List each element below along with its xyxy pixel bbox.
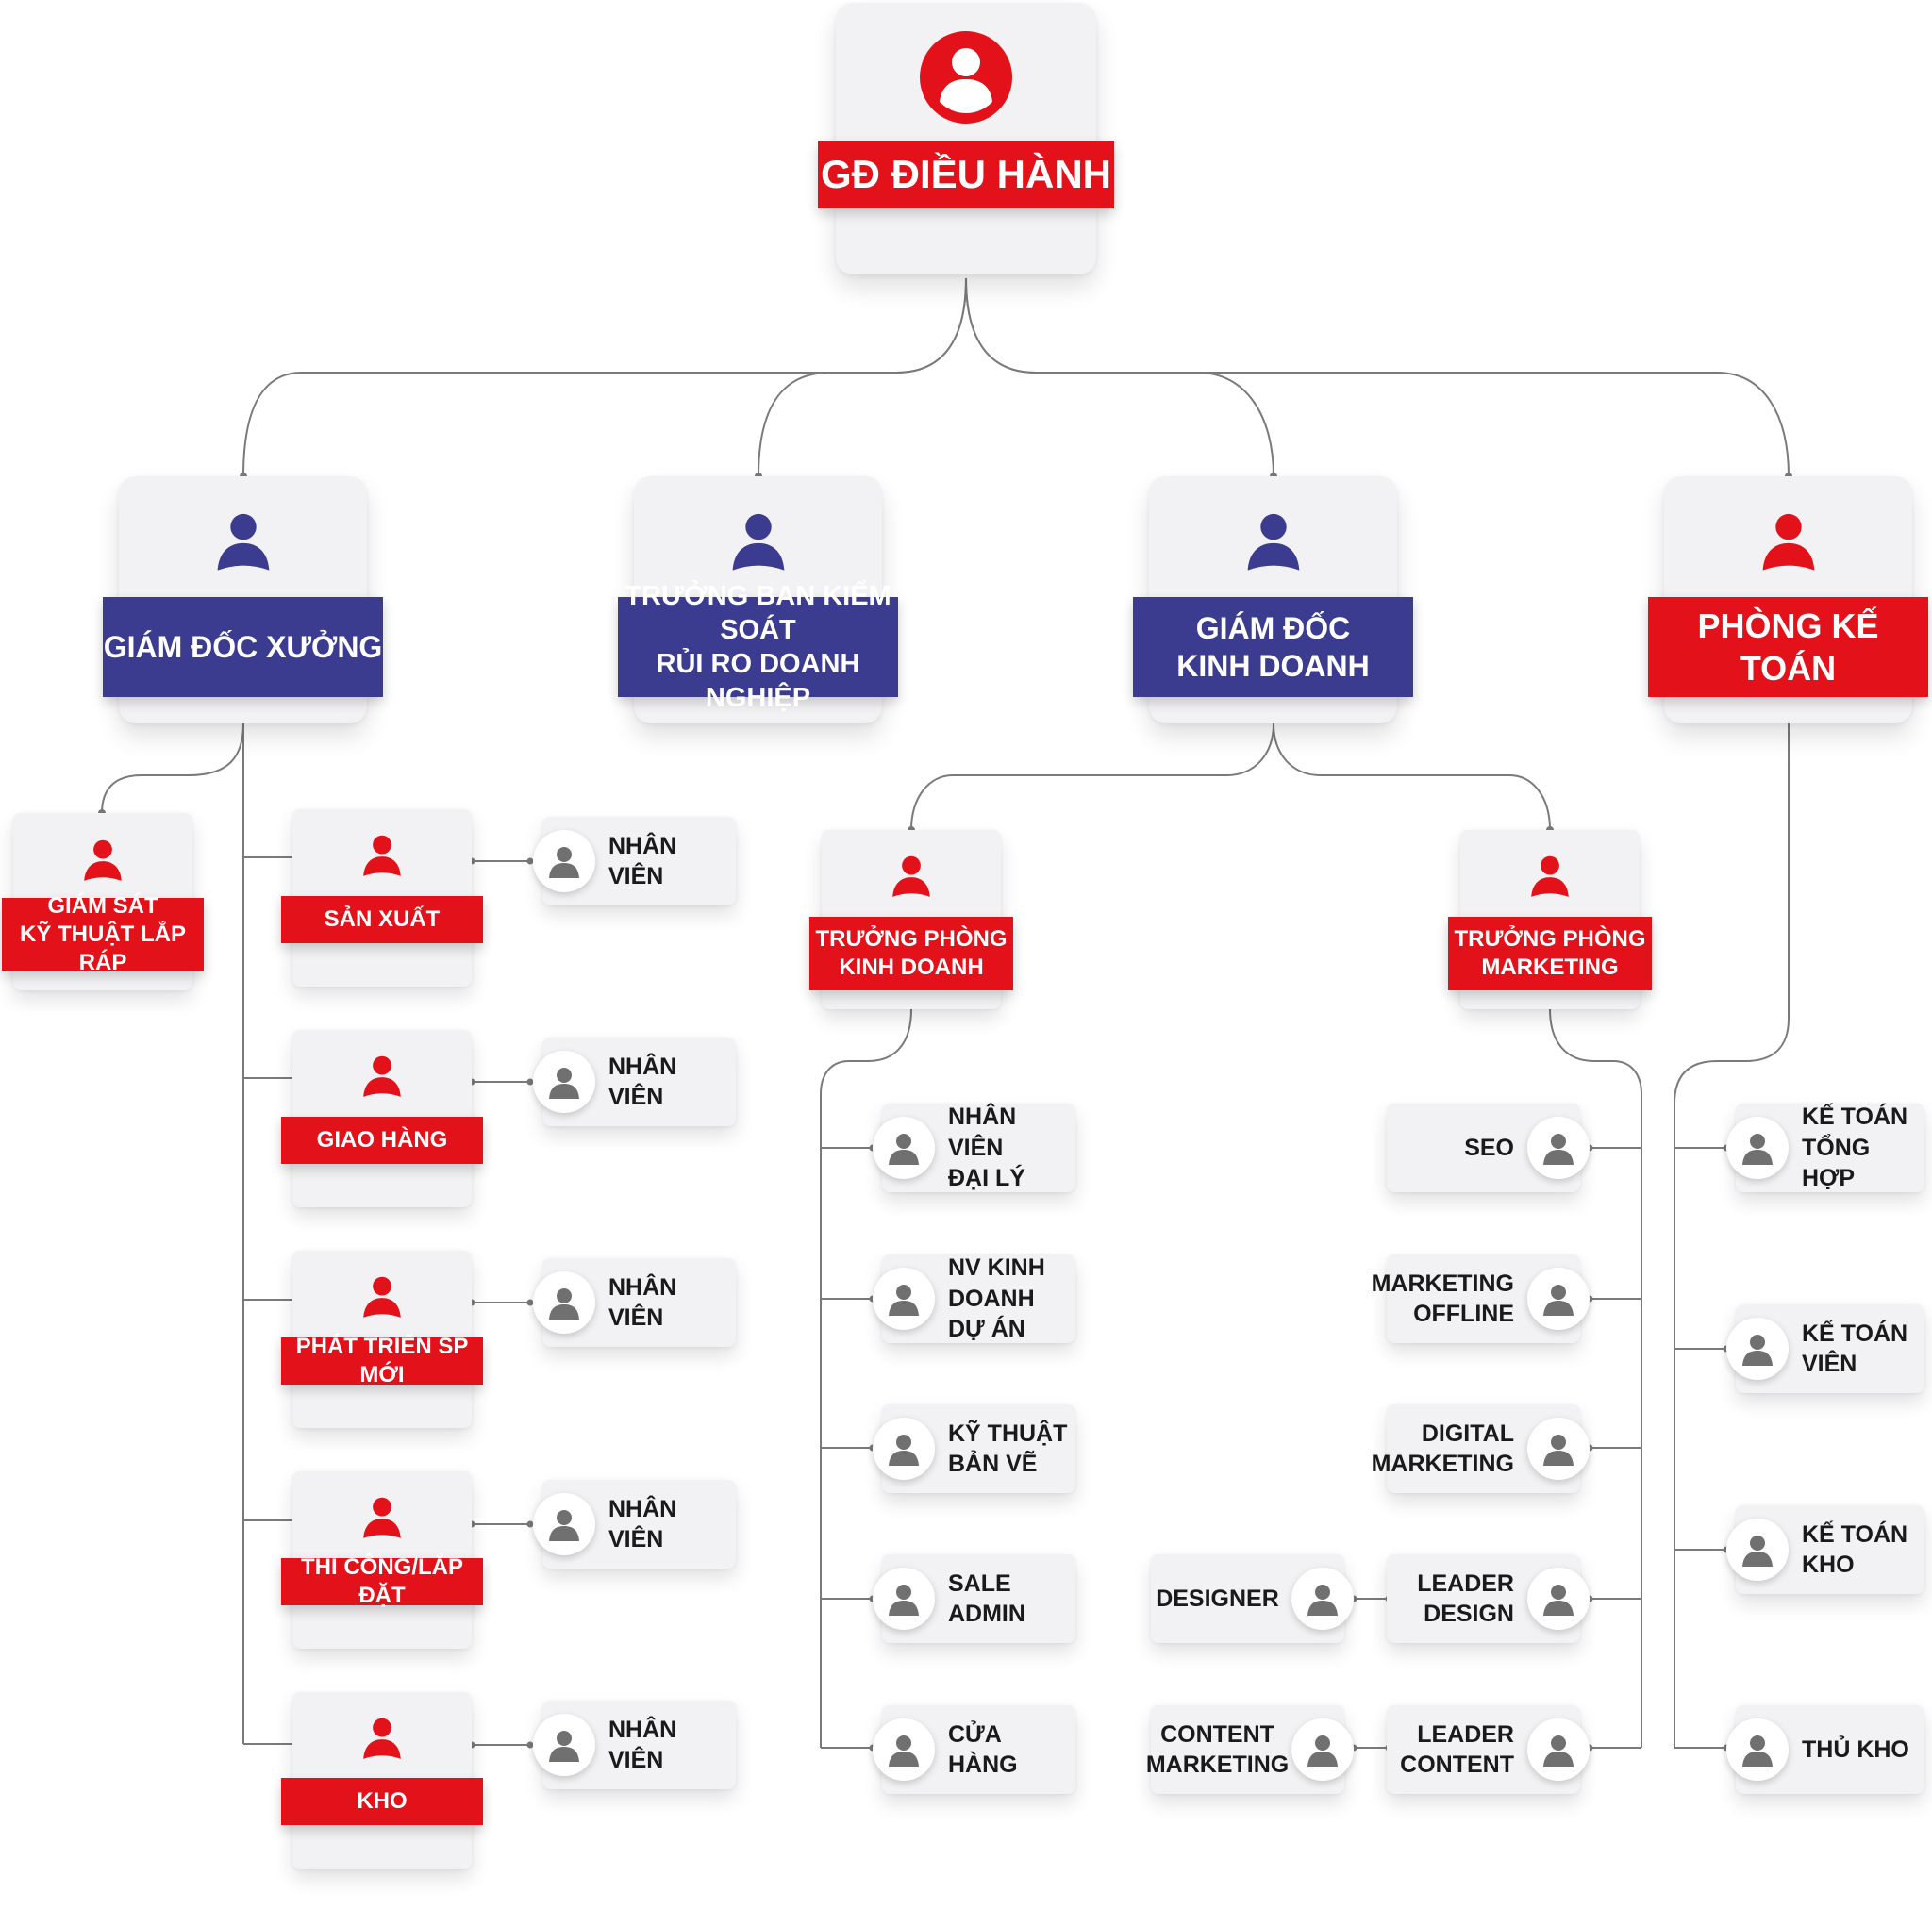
staff-card: MARKETING OFFLINE bbox=[1371, 1254, 1590, 1343]
staff-label: CỬA HÀNG bbox=[948, 1720, 1018, 1779]
person-icon bbox=[358, 830, 407, 879]
user-circle-icon bbox=[533, 1714, 595, 1776]
staff-card: NHÂN VIÊN bbox=[533, 817, 736, 905]
user-circle-icon bbox=[533, 1493, 595, 1555]
staff-label: KỸ THUẬT BẢN VẼ bbox=[948, 1420, 1068, 1478]
staff-label: THỦ KHO bbox=[1802, 1735, 1909, 1763]
staff-label: KẾ TOÁN TỔNG HỢP bbox=[1802, 1104, 1908, 1192]
giam-doc-kinh-doanh-title: GIÁM ĐỐC KINH DOANH bbox=[1133, 597, 1413, 697]
user-circle-icon bbox=[873, 1718, 935, 1781]
person-icon bbox=[724, 506, 792, 574]
truong-phong-title: TRƯỞNG PHÒNG MARKETING bbox=[1448, 917, 1652, 990]
user-circle-icon bbox=[533, 1271, 595, 1334]
staff-card: KỸ THUẬT BẢN VẼ bbox=[873, 1404, 1075, 1493]
dept-title: KHO bbox=[281, 1778, 483, 1825]
dept-title: THI CÔNG/LẮP ĐẶT bbox=[281, 1554, 483, 1608]
user-circle-icon bbox=[873, 1117, 935, 1179]
staff-label: NHÂN VIÊN bbox=[608, 1716, 677, 1774]
staff-card: THỦ KHO bbox=[1726, 1705, 1924, 1794]
dept-title: SẢN XUẤT bbox=[281, 896, 483, 943]
designer-label: DESIGNER bbox=[1156, 1585, 1279, 1612]
staff-card: NV KINH DOANH DỰ ÁN bbox=[873, 1254, 1075, 1343]
staff-label: KẾ TOÁN VIÊN bbox=[1802, 1320, 1908, 1378]
user-circle-icon bbox=[1726, 1718, 1789, 1781]
staff-label: LEADER CONTENT bbox=[1400, 1720, 1514, 1779]
user-circle-icon bbox=[1726, 1318, 1789, 1380]
staff-card: DIGITAL MARKETING bbox=[1371, 1404, 1590, 1493]
user-circle-icon bbox=[1726, 1519, 1789, 1581]
person-icon bbox=[358, 1713, 407, 1762]
dept-title: GIAO HÀNG bbox=[281, 1117, 483, 1164]
staff-card: KẾ TOÁN TỔNG HỢP bbox=[1726, 1104, 1924, 1192]
staff-label: NHÂN VIÊN bbox=[608, 1495, 677, 1553]
person-icon bbox=[358, 1271, 407, 1320]
staff-label: KẾ TOÁN KHO bbox=[1802, 1520, 1908, 1579]
user-circle-icon bbox=[1291, 1718, 1354, 1781]
staff-label: DIGITAL MARKETING bbox=[1371, 1420, 1514, 1478]
user-circle-icon bbox=[533, 1051, 595, 1113]
content-marketing-card: CONTENT MARKETING bbox=[1145, 1705, 1354, 1794]
user-circle-icon bbox=[873, 1418, 935, 1480]
staff-card: LEADER CONTENT bbox=[1387, 1705, 1590, 1794]
user-circle-icon bbox=[533, 830, 595, 892]
staff-label: NHÂN VIÊN bbox=[608, 1273, 677, 1332]
user-circle-icon bbox=[1527, 1568, 1590, 1630]
truong-ban-title: TRƯỞNG BAN KIỂM SOÁT RỦI RO DOANH NGHIỆP bbox=[618, 581, 898, 713]
staff-card: SALE ADMIN bbox=[873, 1554, 1075, 1643]
phong-ke-toan-title: PHÒNG KẾ TOÁN bbox=[1648, 597, 1928, 697]
user-circle-icon bbox=[1527, 1418, 1590, 1480]
person-icon bbox=[358, 1492, 407, 1541]
user-circle-icon bbox=[1291, 1568, 1354, 1630]
staff-card: NHÂN VIÊN ĐẠI LÝ bbox=[873, 1104, 1075, 1192]
staff-card: NHÂN VIÊN bbox=[533, 1480, 736, 1569]
staff-card: CỬA HÀNG bbox=[873, 1705, 1075, 1794]
person-icon bbox=[78, 835, 127, 884]
person-icon bbox=[887, 851, 936, 900]
staff-label: SALE ADMIN bbox=[948, 1569, 1025, 1628]
staff-label: NHÂN VIÊN bbox=[608, 1053, 677, 1111]
staff-card: NHÂN VIÊN bbox=[533, 1038, 736, 1126]
person-icon bbox=[358, 1051, 407, 1100]
staff-card: KẾ TOÁN VIÊN bbox=[1726, 1304, 1924, 1393]
person-icon bbox=[209, 506, 277, 574]
designer-card: DESIGNER bbox=[1151, 1554, 1354, 1643]
staff-card: NHÂN VIÊN bbox=[533, 1701, 736, 1789]
person-icon bbox=[1755, 506, 1823, 574]
content-marketing-label: CONTENT MARKETING bbox=[1145, 1720, 1290, 1779]
user-circle-icon bbox=[1527, 1117, 1590, 1179]
user-circle-icon bbox=[873, 1268, 935, 1330]
person-icon bbox=[1525, 851, 1574, 900]
staff-label: MARKETING OFFLINE bbox=[1371, 1270, 1514, 1328]
staff-card: NHÂN VIÊN bbox=[533, 1258, 736, 1347]
user-circle-icon bbox=[1527, 1718, 1590, 1781]
staff-label: NHÂN VIÊN bbox=[608, 832, 677, 890]
user-circle-icon bbox=[873, 1568, 935, 1630]
staff-label: LEADER DESIGN bbox=[1417, 1569, 1514, 1628]
staff-label: SEO bbox=[1464, 1134, 1514, 1161]
staff-card: KẾ TOÁN KHO bbox=[1726, 1505, 1924, 1594]
person-icon bbox=[1240, 506, 1307, 574]
staff-label: NV KINH DOANH DỰ ÁN bbox=[948, 1254, 1045, 1343]
user-circle-icon bbox=[1726, 1117, 1789, 1179]
person-icon bbox=[919, 30, 1013, 125]
dept-title: PHÁT TRIỂN SP MỚI bbox=[281, 1334, 483, 1387]
root-title: GĐ ĐIỀU HÀNH bbox=[818, 141, 1114, 208]
staff-label: NHÂN VIÊN ĐẠI LÝ bbox=[948, 1104, 1025, 1192]
giam-sat-title: GIÁM SÁT KỸ THUẬT LẮP RÁP bbox=[2, 893, 204, 975]
staff-card: LEADER DESIGN bbox=[1387, 1554, 1590, 1643]
user-circle-icon bbox=[1527, 1268, 1590, 1330]
truong-phong-title: TRƯỞNG PHÒNG KINH DOANH bbox=[809, 917, 1013, 990]
staff-card: SEO bbox=[1387, 1104, 1590, 1192]
giam-doc-xuong-title: GIÁM ĐỐC XƯỞNG bbox=[103, 597, 383, 697]
